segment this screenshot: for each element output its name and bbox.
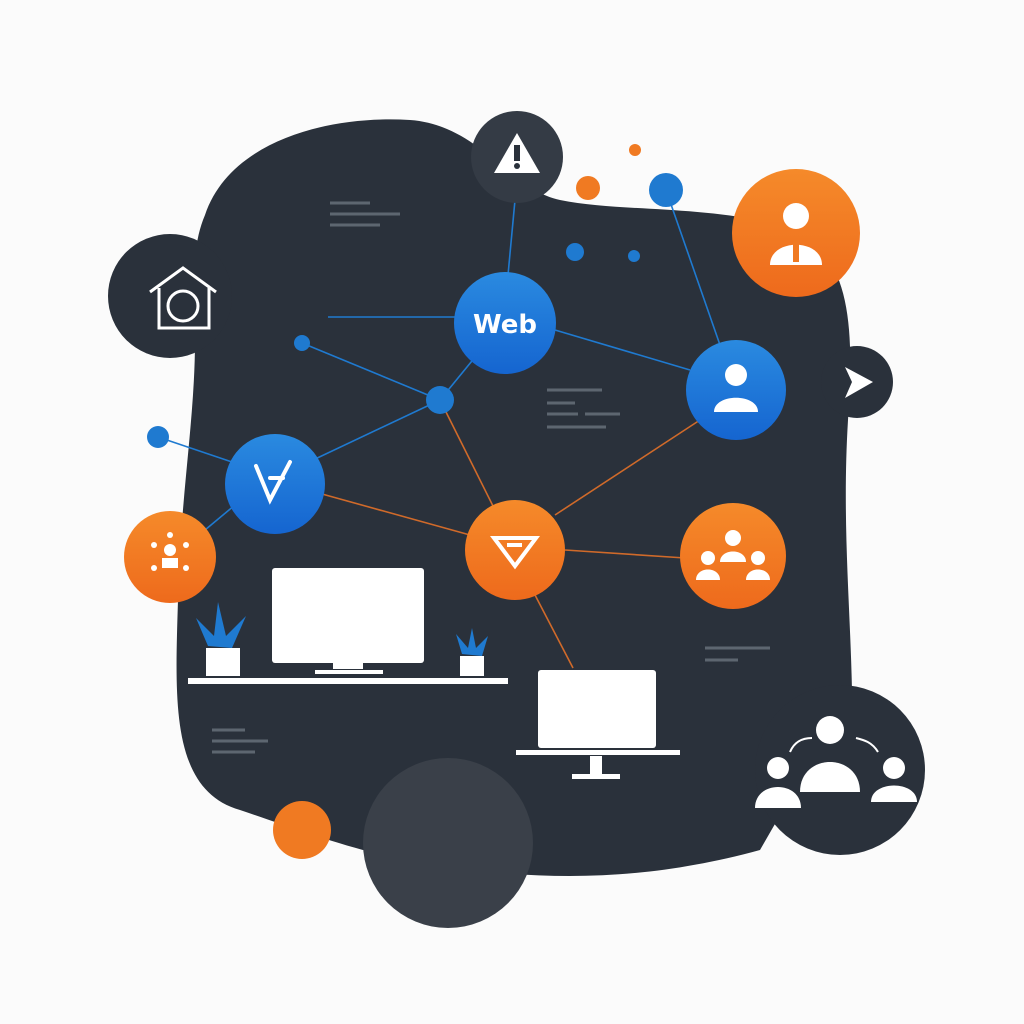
team-hierarchy-icon [755, 716, 917, 808]
team-icon [696, 530, 770, 580]
check-icon [254, 460, 292, 505]
monitor-icon [272, 568, 424, 663]
web-label: Web [473, 310, 537, 340]
team-node[interactable] [680, 503, 786, 609]
text-lines-decoration [212, 201, 770, 754]
person-icon [714, 364, 758, 412]
monitor-workstation [516, 670, 680, 779]
plant-icon [196, 602, 246, 676]
warning-node[interactable] [471, 111, 563, 203]
desk-workstation [188, 568, 508, 684]
people-network-icon [151, 532, 189, 571]
monitor-icon [538, 670, 656, 748]
people-network-node[interactable] [124, 511, 216, 603]
web-hub-node[interactable]: Web [454, 272, 556, 374]
person-node-blue[interactable] [686, 340, 786, 440]
plant-icon [456, 628, 488, 676]
filter-icon [490, 536, 540, 570]
decorative-dots [147, 144, 683, 928]
filter-node[interactable] [465, 500, 565, 600]
warning-icon [494, 133, 540, 173]
play-node[interactable] [821, 346, 893, 418]
person-node-orange[interactable] [732, 169, 860, 297]
check-node[interactable] [225, 434, 325, 534]
play-icon [845, 367, 873, 398]
person-icon [770, 203, 822, 265]
home-camera-icon [149, 266, 217, 330]
